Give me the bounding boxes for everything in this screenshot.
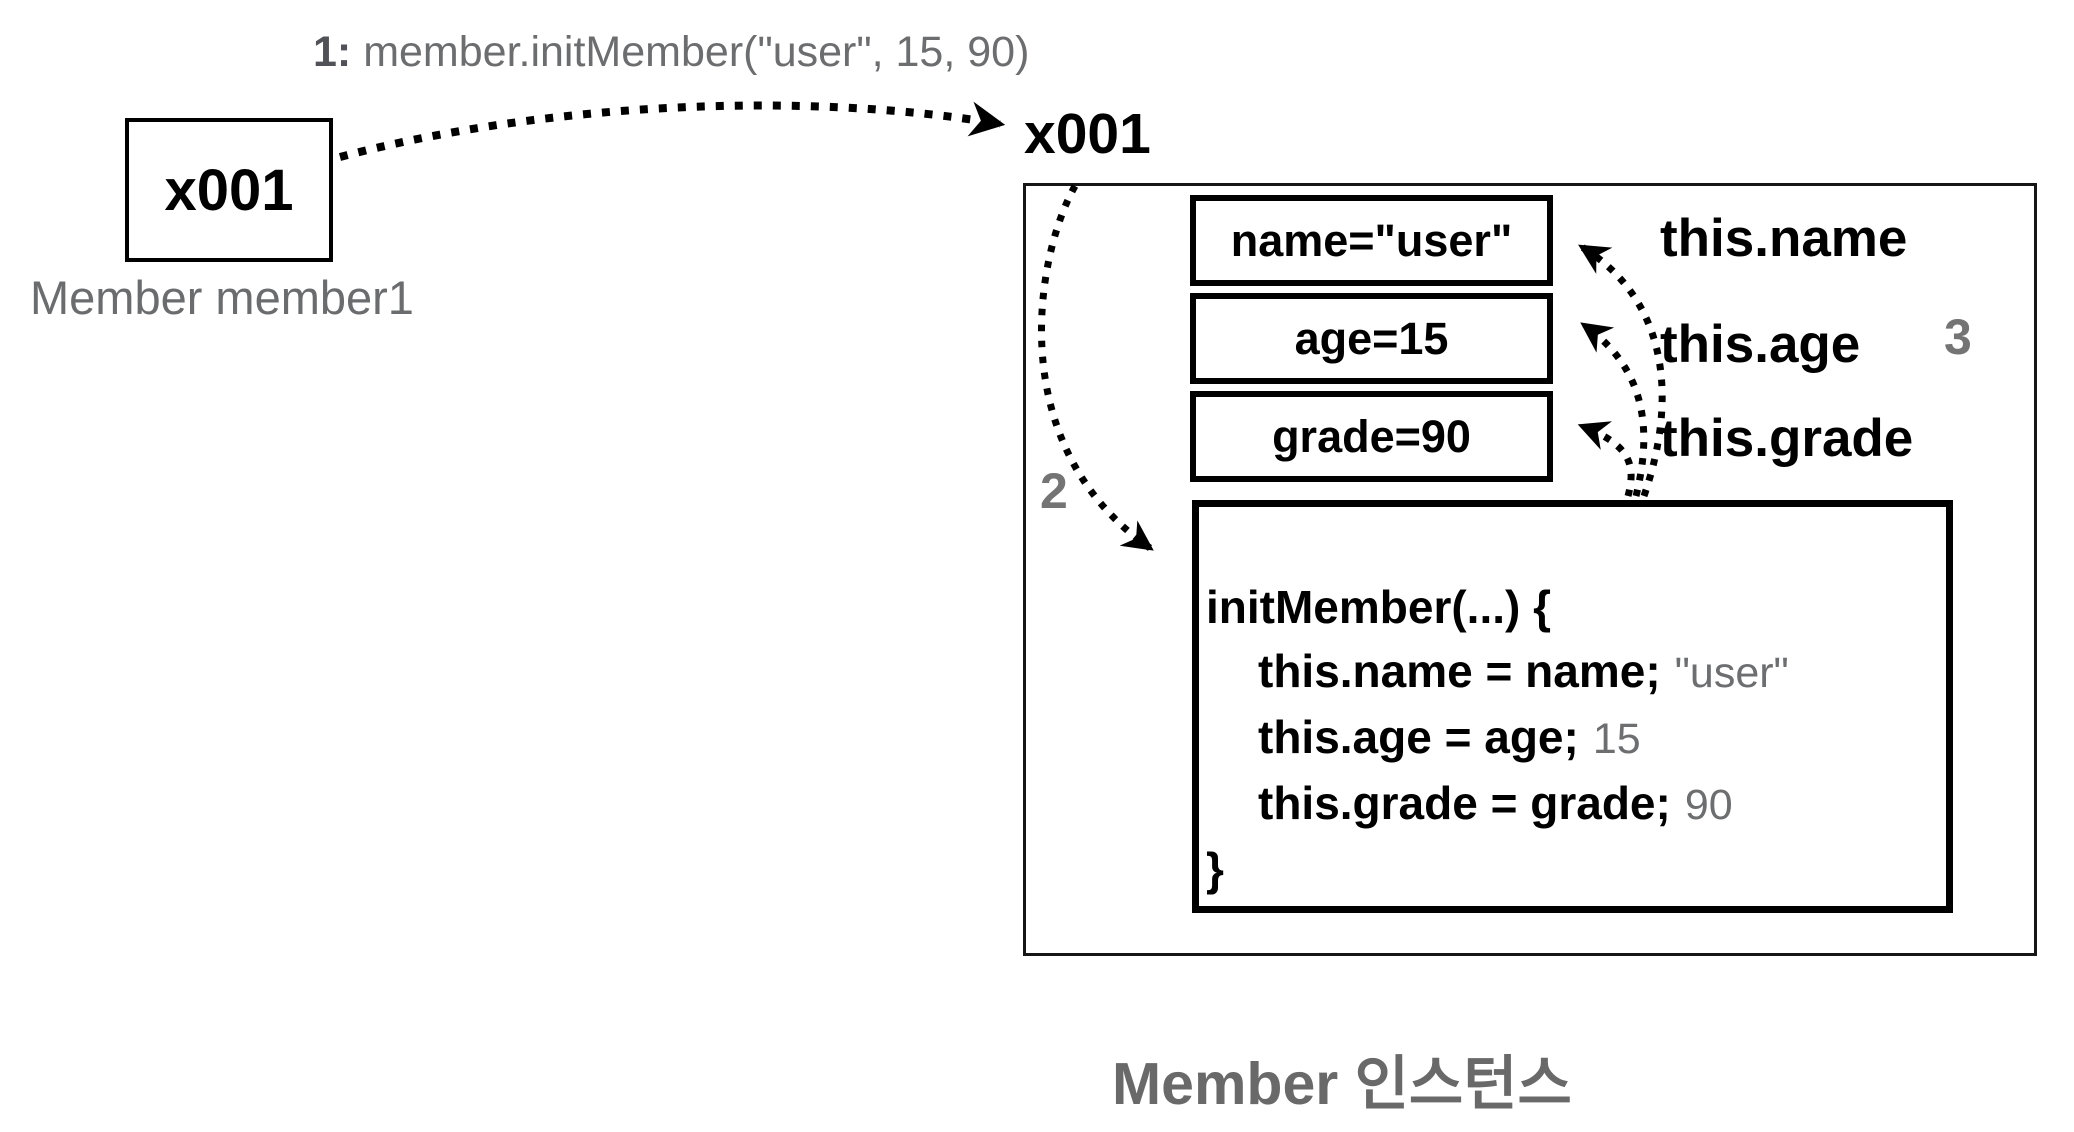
assign-label-this-name: this.name [1660, 209, 1908, 268]
code-line-grade: this.grade = grade; 90 [1206, 771, 1789, 837]
instance-address-label: x001 [1024, 102, 1151, 166]
call-step-number: 1: [313, 28, 352, 76]
field-grade-value: grade=90 [1272, 410, 1471, 462]
diagram-caption: Member 인스턴스 [1112, 1051, 1572, 1117]
method-call-label: 1: member.initMember("user", 15, 90) [313, 28, 1029, 77]
instance-box [1023, 183, 2037, 956]
call-arrow [338, 101, 1006, 161]
method-code: initMember(...) { this.name = name; "user… [1206, 575, 1789, 901]
code-age-arg-value: 15 [1592, 715, 1641, 763]
field-box-name: name="user" [1190, 195, 1553, 286]
method-box [1192, 500, 1953, 913]
field-age-value: age=15 [1294, 312, 1449, 364]
assign-label-this-age: this.age [1660, 315, 1861, 374]
code-name-stmt: this.name = name; [1258, 645, 1661, 697]
code-line-age: this.age = age; 15 [1206, 705, 1789, 771]
code-age-stmt: this.age = age; [1258, 711, 1579, 763]
reference-box: x001 [125, 118, 333, 262]
code-name-arg-value: "user" [1674, 649, 1789, 697]
call-expression: member.initMember("user", 15, 90) [363, 28, 1030, 76]
code-grade-arg-value: 90 [1684, 781, 1733, 829]
code-line-name: this.name = name; "user" [1206, 639, 1789, 705]
field-box-grade: grade=90 [1190, 391, 1553, 482]
field-box-age: age=15 [1190, 293, 1553, 384]
reference-variable-label: Member member1 [30, 271, 414, 324]
step-number-3: 3 [1944, 309, 1972, 365]
method-signature-line: initMember(...) { [1206, 581, 1552, 633]
assign-label-this-grade: this.grade [1660, 409, 1914, 468]
field-name-value: name="user" [1230, 214, 1513, 266]
reference-address: x001 [164, 157, 294, 223]
method-close-brace: } [1206, 843, 1224, 895]
step-number-2: 2 [1040, 463, 1068, 519]
code-grade-stmt: this.grade = grade; [1258, 777, 1671, 829]
